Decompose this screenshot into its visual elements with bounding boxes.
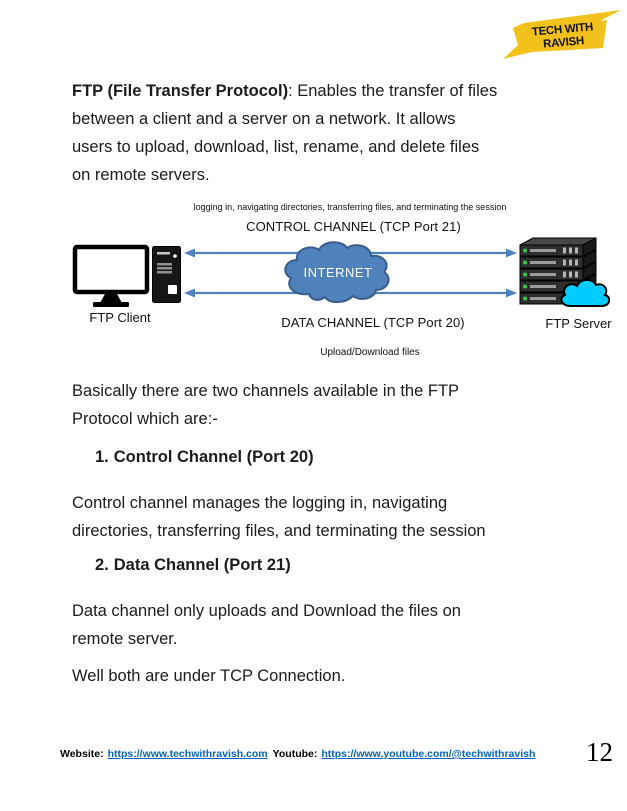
- control-channel-description: Control channel manages the logging in, …: [72, 489, 602, 545]
- client-tower-icon: [152, 246, 181, 303]
- intro-line-3: users to upload, download, list, rename,…: [72, 138, 480, 156]
- intro-bold-lead: FTP (File Transfer Protocol): [72, 82, 289, 100]
- ftp-client-label: FTP Client: [89, 310, 151, 325]
- intro-line-2: between a client and a server on a netwo…: [72, 110, 456, 128]
- logo-text-line2: RAVISH: [543, 35, 585, 51]
- client-monitor-icon: [72, 244, 150, 307]
- intro-line-4: on remote servers.: [72, 166, 210, 184]
- ftp-diagram: logging in, navigating directories, tran…: [0, 198, 627, 366]
- list-label-2: Data Channel (Port 21): [113, 556, 291, 574]
- youtube-link[interactable]: https://www.youtube.com/@techwithravish: [321, 748, 536, 760]
- tcp-note-paragraph: Well both are under TCP Connection.: [72, 667, 346, 685]
- intro-line-1: FTP (File Transfer Protocol): Enables th…: [72, 77, 592, 105]
- logo-text-line1: TECH WITH: [531, 21, 593, 38]
- server-rack-icon: [519, 237, 610, 307]
- data-channel-label: DATA CHANNEL (TCP Port 20): [281, 315, 465, 330]
- list-number-2: 2.: [95, 556, 109, 574]
- website-link[interactable]: https://www.techwithravish.com: [107, 748, 268, 760]
- website-label: Website:: [60, 748, 104, 760]
- data-desc-line-2: remote server.: [72, 630, 178, 648]
- footer: Website:https://www.techwithravish.com Yo…: [60, 748, 540, 760]
- logo-banner-icon: TECH WITH RAVISH: [503, 10, 621, 59]
- ftp-server-label: FTP Server: [545, 316, 612, 331]
- tech-with-ravish-logo: TECH WITH RAVISH: [502, 8, 622, 60]
- internet-label: INTERNET: [304, 265, 373, 280]
- logo-banner-shape: [503, 10, 621, 59]
- control-desc-line-2: directories, transferring files, and ter…: [72, 522, 486, 540]
- control-desc-line-1: Control channel manages the logging in, …: [72, 494, 448, 512]
- transfer-caption: Upload/Download files: [320, 347, 420, 358]
- channels-intro-line-1: Basically there are two channels availab…: [72, 382, 460, 400]
- list-number-1: 1.: [95, 448, 109, 466]
- internet-cloud-icon: INTERNET: [284, 241, 390, 304]
- list-item-data-channel: 2.Data Channel (Port 21): [95, 556, 291, 575]
- data-desc-line-1: Data channel only uploads and Download t…: [72, 602, 461, 620]
- data-channel-description: Data channel only uploads and Download t…: [72, 597, 602, 653]
- control-channel-label: CONTROL CHANNEL (TCP Port 21): [246, 219, 461, 234]
- intro-line-1-rest: : Enables the transfer of files: [288, 82, 498, 100]
- page-number: 12: [586, 737, 613, 767]
- intro-paragraph: FTP (File Transfer Protocol): Enables th…: [72, 77, 592, 189]
- server-cloud-icon: [560, 278, 610, 307]
- channels-intro-line-2: Protocol which are:-: [72, 410, 218, 428]
- list-item-control-channel: 1.Control Channel (Port 20): [95, 448, 314, 467]
- youtube-label: Youtube:: [272, 748, 318, 760]
- session-caption: logging in, navigating directories, tran…: [193, 202, 507, 212]
- channels-intro-paragraph: Basically there are two channels availab…: [72, 377, 602, 433]
- list-label-1: Control Channel (Port 20): [113, 448, 314, 466]
